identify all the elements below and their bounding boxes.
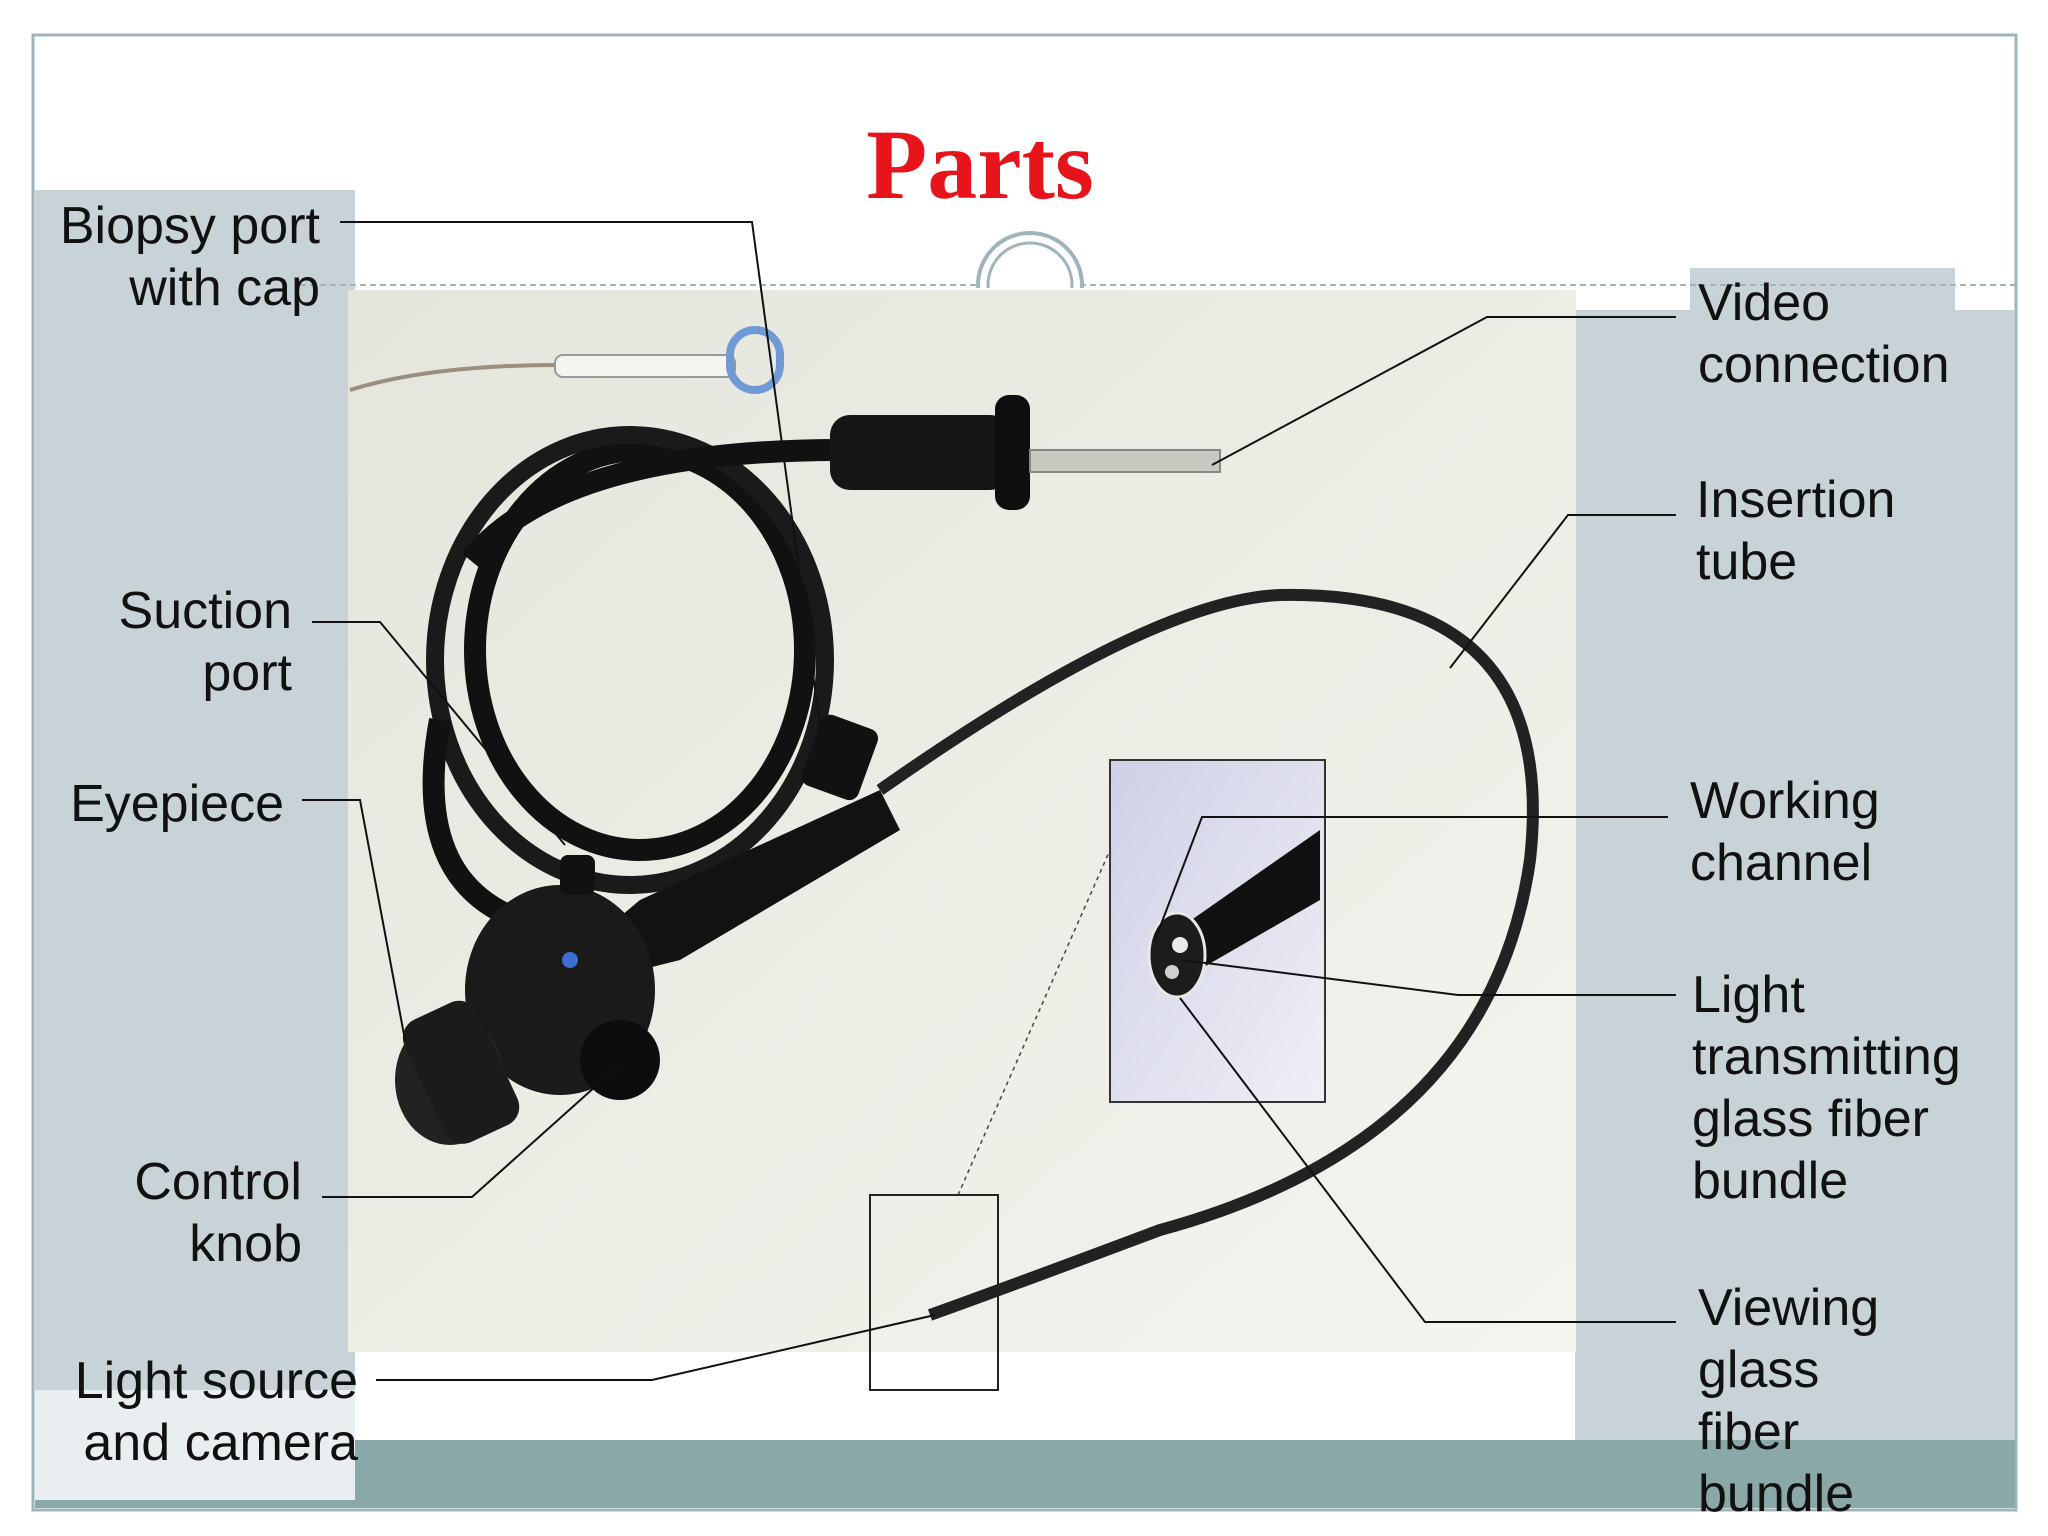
- label-working-channel: Working channel: [1690, 772, 1880, 892]
- label-biopsy-port: Biopsy port with cap: [59, 197, 320, 317]
- leader-viewing-fiber: [1179, 997, 1676, 1323]
- label-video-connection: Video connection: [1698, 274, 1950, 394]
- label-insertion-tube: Insertion tube: [1696, 471, 1896, 591]
- tip-inset-face: [1147, 911, 1207, 999]
- tip-zoom-line: [957, 849, 1111, 1196]
- bottom-left-block: [35, 1390, 355, 1500]
- tip-inset-channel: [1165, 965, 1179, 979]
- left-panel: [35, 190, 355, 1500]
- tip-box: [869, 1194, 999, 1391]
- cord-to-handle: [422, 717, 524, 931]
- right-top-block: [1690, 268, 1955, 313]
- tip-inset-tube: [1170, 830, 1320, 975]
- video-connector-cap: [995, 395, 1030, 510]
- leader-light-fiber: [1181, 959, 1676, 996]
- tip-inset-lens: [1172, 937, 1188, 953]
- insertion-tube: [876, 588, 1539, 1321]
- label-control-knob: Control knob: [134, 1153, 302, 1273]
- bottom-bar: [35, 1440, 2015, 1508]
- cord-to-connector: [461, 439, 841, 568]
- forceps-ring: [726, 326, 784, 394]
- leader-video-connection: [1211, 316, 1676, 466]
- label-light-source: Light source and camera: [74, 1352, 358, 1472]
- forceps-wire: [349, 363, 561, 392]
- label-suction-port: Suction port: [118, 582, 292, 702]
- leader-control-knob: [322, 1059, 626, 1198]
- label-light-fiber: Light transmitting glass fiber bundle: [1692, 966, 1961, 1210]
- leader-eyepiece: [302, 799, 406, 1041]
- right-panel: [1575, 310, 2015, 1440]
- label-viewing-fiber: Viewing glass fiber bundle: [1698, 1279, 1880, 1523]
- forceps-handle: [554, 354, 736, 378]
- leader-biopsy-port: [340, 221, 823, 741]
- control-handle: [395, 714, 900, 1145]
- cord-coil-1: [464, 439, 816, 861]
- video-connector-body: [830, 415, 1010, 490]
- leader-insertion-tube: [1449, 514, 1676, 669]
- label-eyepiece: Eyepiece: [70, 775, 284, 833]
- leader-suction-port: [312, 621, 566, 846]
- leader-light-source: [376, 1314, 936, 1381]
- slide-title: Parts: [866, 109, 1094, 220]
- cord-coil-2: [426, 426, 834, 894]
- leader-working-channel: [1154, 816, 1668, 941]
